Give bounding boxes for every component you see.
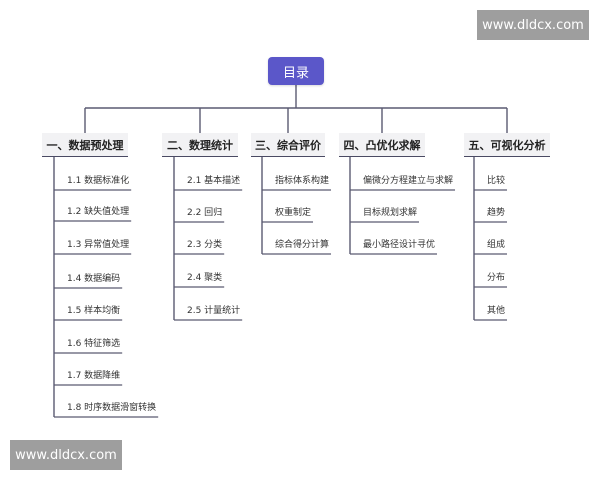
category-statistics[interactable]: 二、数理统计	[162, 133, 238, 157]
list-item[interactable]: 1.3 异常值处理	[67, 240, 130, 250]
list-item[interactable]: 综合得分计算	[275, 240, 330, 250]
category-optimization[interactable]: 四、凸优化求解	[339, 133, 425, 157]
list-item[interactable]: 1.4 数据编码	[67, 274, 121, 284]
root-node[interactable]: 目录	[268, 57, 324, 85]
list-item[interactable]: 分布	[487, 273, 506, 283]
list-item[interactable]: 2.5 计量统计	[187, 306, 241, 316]
list-item[interactable]: 2.1 基本描述	[187, 176, 241, 186]
watermark-top: www.dldcx.com	[477, 10, 589, 40]
list-item[interactable]: 2.3 分类	[187, 240, 223, 250]
list-item[interactable]: 指标体系构建	[275, 176, 330, 186]
list-item[interactable]: 其他	[487, 306, 506, 316]
list-item[interactable]: 权重制定	[275, 208, 312, 218]
list-item[interactable]: 组成	[487, 240, 506, 250]
list-item[interactable]: 比较	[487, 176, 506, 186]
category-evaluation[interactable]: 三、综合评价	[251, 133, 325, 157]
list-item[interactable]: 2.4 聚类	[187, 273, 223, 283]
category-visualization[interactable]: 五、可视化分析	[464, 133, 550, 157]
list-item[interactable]: 2.2 回归	[187, 208, 223, 218]
list-item[interactable]: 1.5 样本均衡	[67, 306, 121, 316]
list-item[interactable]: 偏微分方程建立与求解	[363, 176, 454, 186]
list-item[interactable]: 1.6 特征筛选	[67, 339, 121, 349]
list-item[interactable]: 1.1 数据标准化	[67, 176, 130, 186]
list-item[interactable]: 1.2 缺失值处理	[67, 207, 130, 217]
list-item[interactable]: 趋势	[487, 208, 506, 218]
list-item[interactable]: 目标规划求解	[363, 208, 418, 218]
watermark-bottom: www.dldcx.com	[10, 440, 122, 470]
list-item[interactable]: 最小路径设计寻优	[363, 240, 436, 250]
category-preprocessing[interactable]: 一、数据预处理	[42, 133, 128, 157]
list-item[interactable]: 1.8 时序数据滑窗转换	[67, 403, 157, 413]
list-item[interactable]: 1.7 数据降维	[67, 371, 121, 381]
